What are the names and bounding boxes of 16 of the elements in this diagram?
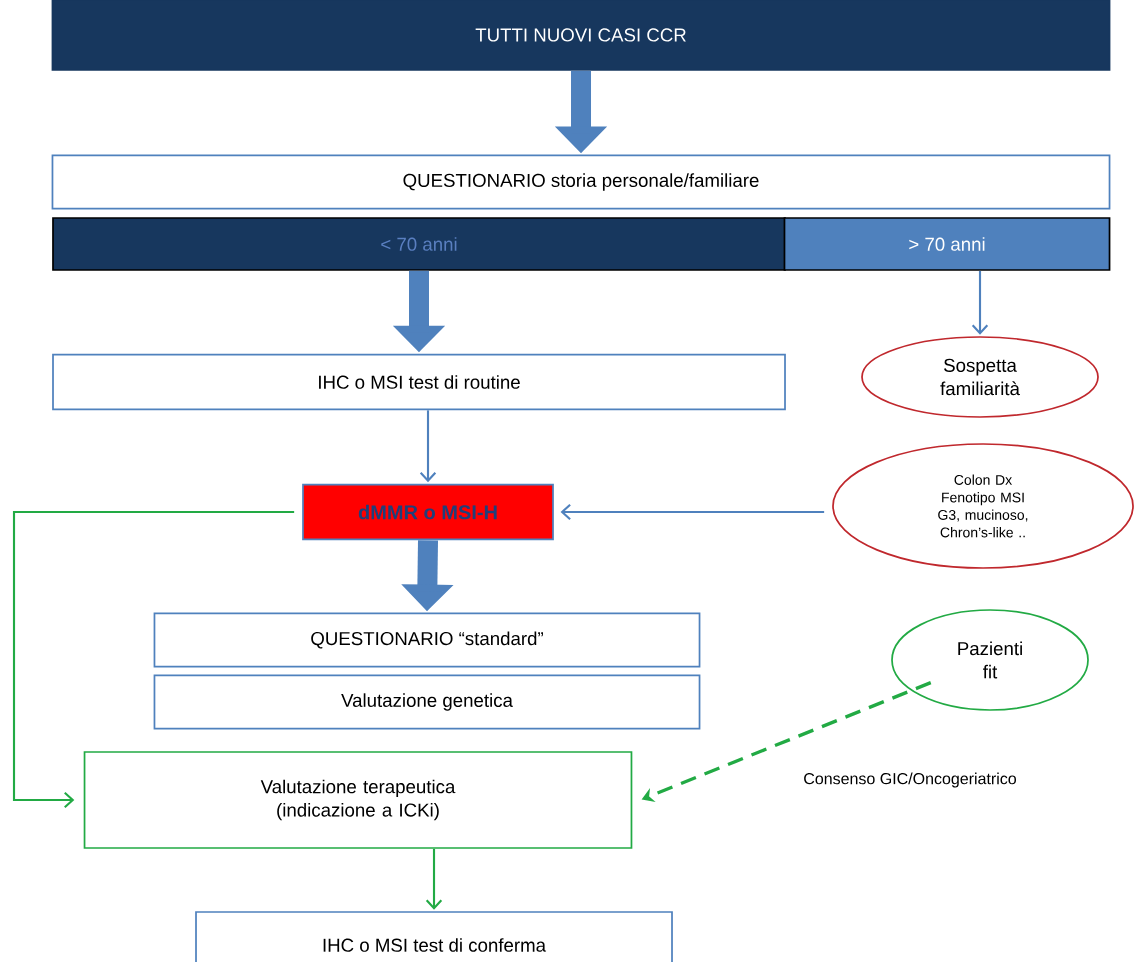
process-box: QUESTIONARIO storia personale/familiare: [51, 154, 1111, 210]
arrow: [560, 503, 825, 521]
process-box: IHC o MSI test di routine: [52, 353, 786, 411]
arrow: [419, 410, 437, 483]
arrow: [12, 510, 295, 809]
process-box: QUESTIONARIO “standard”: [153, 612, 701, 668]
result-box: dMMR o MSI-H: [302, 483, 554, 541]
header-bar: TUTTI NUOVI CASI CCR: [51, 0, 1111, 71]
process-box: IHC o MSI test di conferma: [195, 911, 673, 962]
age-band: > 70 anni: [783, 217, 1111, 271]
edge-label: Consenso GIC/Oncogeriatrico: [801, 771, 1019, 789]
process-box: Valutazione genetica: [153, 674, 701, 730]
age-band: < 70 anni: [52, 217, 786, 271]
therapy-box: Valutazione terapeutica (indicazione a ICKi): [83, 751, 633, 849]
arrow: [425, 848, 443, 910]
arrow: [971, 270, 989, 335]
